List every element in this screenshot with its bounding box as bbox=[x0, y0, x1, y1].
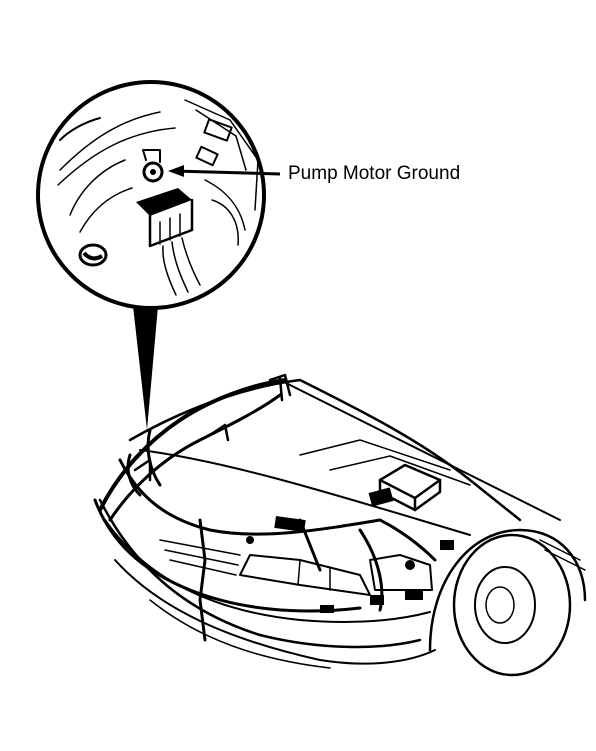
wiring-harness bbox=[93, 373, 454, 642]
ground-connector bbox=[136, 188, 201, 296]
detail-inset bbox=[36, 80, 266, 310]
relay-box bbox=[378, 463, 442, 512]
callout-leader bbox=[168, 165, 281, 177]
front-wheel bbox=[428, 528, 587, 677]
pump-motor-ground-label: Pump Motor Ground bbox=[288, 163, 461, 184]
detail-pointer bbox=[133, 306, 158, 430]
car-front bbox=[93, 373, 587, 677]
detail-circle-outline bbox=[36, 80, 266, 310]
ground-eyelet bbox=[142, 161, 164, 183]
